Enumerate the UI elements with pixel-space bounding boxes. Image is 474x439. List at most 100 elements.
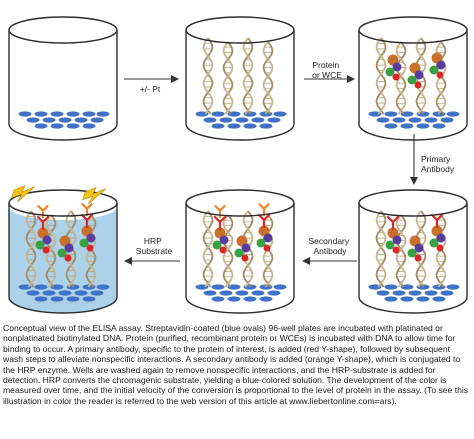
step-label-primary-line-2: Antibody <box>421 164 455 174</box>
dna-strand <box>85 214 97 288</box>
protein-blob <box>35 240 45 250</box>
streptavidin-oval <box>259 123 273 129</box>
streptavidin-oval <box>96 111 110 117</box>
streptavidin-oval <box>446 284 460 290</box>
dna-strand <box>202 37 214 115</box>
streptavidin-oval <box>96 284 110 290</box>
protein-blob <box>436 60 446 70</box>
streptavidin-oval <box>227 123 241 129</box>
streptavidin-oval <box>243 296 257 302</box>
protein-blob <box>212 240 222 250</box>
streptavidin-oval <box>392 117 406 123</box>
antibody-y <box>36 215 50 231</box>
streptavidin-oval <box>424 290 438 296</box>
step-label-secondary-line-2: Antibody <box>313 246 347 256</box>
streptavidin-oval <box>34 296 48 302</box>
protein-blob <box>429 238 439 248</box>
well-base <box>358 296 468 314</box>
streptavidin-oval <box>50 111 64 117</box>
streptavidin-oval <box>408 117 422 123</box>
streptavidin-oval <box>235 290 249 296</box>
streptavidin-oval <box>74 290 88 296</box>
protein-blob <box>414 243 424 253</box>
antibody-y <box>386 215 400 231</box>
streptavidin-oval <box>251 290 265 296</box>
well-2 <box>185 16 295 141</box>
streptavidin-oval <box>416 123 430 129</box>
well-3 <box>358 16 468 141</box>
protein-blob <box>86 244 94 252</box>
dna-strand <box>375 37 387 115</box>
streptavidin-oval <box>440 117 454 123</box>
streptavidin-oval <box>273 284 287 290</box>
streptavidin-oval <box>259 296 273 302</box>
well-rim-back <box>185 16 295 31</box>
dna-strand <box>262 214 274 288</box>
dna-strand <box>262 41 274 115</box>
streptavidin-oval <box>267 117 281 123</box>
streptavidin-oval <box>211 296 225 302</box>
protein-blob <box>436 244 444 252</box>
step-label-hrp-line-1: HRP <box>144 236 162 246</box>
antibody-y <box>81 203 93 217</box>
protein-blob <box>241 254 249 262</box>
well-1 <box>8 16 118 141</box>
protein-blob <box>436 233 446 243</box>
well-rim-front <box>185 202 295 217</box>
well-rim-front <box>358 29 468 44</box>
streptavidin-oval <box>416 296 430 302</box>
protein-blob <box>57 248 67 258</box>
protein-blob <box>436 71 444 79</box>
protein-blob <box>263 233 273 243</box>
dna-strand <box>45 214 57 288</box>
protein-blob <box>414 254 422 262</box>
protein-blob <box>234 248 244 258</box>
well-rim-back <box>8 189 118 204</box>
streptavidin-oval <box>211 111 225 117</box>
step-label-protein-line-1: Protein <box>312 60 339 70</box>
streptavidin-oval <box>384 296 398 302</box>
well-base <box>185 123 295 141</box>
streptavidin-oval <box>82 111 96 117</box>
streptavidin-oval <box>384 284 398 290</box>
protein-blob <box>219 246 227 254</box>
well-rim-back <box>185 189 295 204</box>
streptavidin-oval <box>34 111 48 117</box>
well-5 <box>185 189 295 314</box>
step-label-primary: Primary Antibody <box>421 154 455 174</box>
streptavidin-oval <box>74 117 88 123</box>
figure-caption: Conceptual view of the ELISA assay. Stre… <box>3 323 469 406</box>
streptavidin-oval <box>432 123 446 129</box>
streptavidin-oval <box>273 111 287 117</box>
protein-blob <box>385 67 395 77</box>
well-base <box>8 123 118 141</box>
streptavidin-oval <box>66 123 80 129</box>
streptavidin-oval <box>203 290 217 296</box>
lightning-spark <box>82 187 107 205</box>
streptavidin-oval <box>376 117 390 123</box>
streptavidin-oval <box>424 117 438 123</box>
streptavidin-oval <box>243 123 257 129</box>
step-label-pt: +/- Pt <box>140 84 161 94</box>
dna-strand <box>375 210 387 288</box>
dna-strand <box>45 214 57 288</box>
streptavidin-oval <box>267 290 281 296</box>
protein-blob <box>407 75 417 85</box>
antibody-y <box>37 205 49 219</box>
streptavidin-oval <box>235 117 249 123</box>
well-6 <box>8 189 118 314</box>
elisa-diagram: +/- Pt Protein or WCE Primary Antibody S… <box>8 16 468 314</box>
streptavidin-oval <box>18 111 32 117</box>
step-label-secondary: Secondary Antibody <box>308 236 351 256</box>
streptavidin-oval <box>26 117 40 123</box>
dna-strand <box>222 41 234 115</box>
protein-blob <box>86 233 96 243</box>
dna-strand <box>395 214 407 288</box>
antibody-y <box>214 205 226 219</box>
streptavidin-oval <box>82 123 96 129</box>
dna-strand <box>435 41 447 115</box>
dna-strand <box>25 210 37 288</box>
dna-strand <box>242 37 254 115</box>
well-base <box>358 123 468 141</box>
well-4 <box>358 189 468 314</box>
